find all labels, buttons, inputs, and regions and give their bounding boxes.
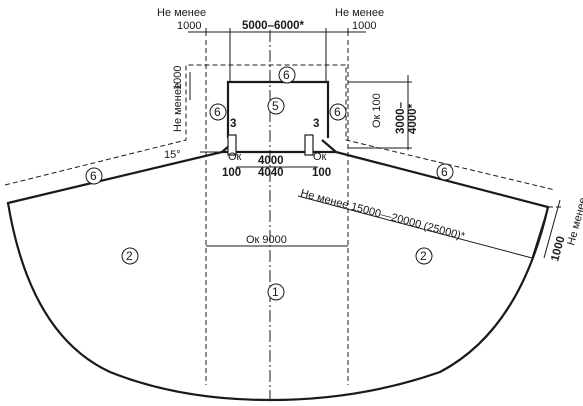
svg-text:6: 6 [441, 165, 448, 179]
radius-dim [297, 195, 533, 259]
top-left-min: Не менее [157, 7, 206, 19]
svg-text:6: 6 [334, 105, 341, 119]
zone-marker-5: 5 [267, 97, 285, 115]
zone-marker-3-left: 3 [230, 118, 236, 130]
top-right-min: Не менее [335, 7, 384, 19]
left-min: Не менее [172, 83, 184, 132]
zone-marker-1: 1 [267, 283, 285, 301]
svg-text:2: 2 [126, 249, 133, 263]
zone-marker-6-right: 6 [436, 163, 454, 181]
zone-marker-3-right: 3 [313, 118, 319, 130]
center-4000: 4000 [258, 155, 284, 167]
left-min-val: 1000 [172, 66, 184, 90]
gap-right-ok: Ок [313, 151, 327, 163]
svg-text:6: 6 [214, 105, 221, 119]
right-height2: 4000* [407, 103, 419, 134]
radius-label: Не менее 15000—20000 (25000)* [299, 187, 467, 243]
right-ok: Ок 100 [371, 93, 383, 128]
post-left [227, 134, 237, 156]
right-height: 3000– [395, 101, 407, 134]
zone-marker-2-right: 2 [415, 247, 433, 265]
svg-text:3: 3 [230, 118, 236, 130]
circle-base-right [321, 139, 337, 153]
field-outline [6, 150, 550, 402]
svg-text:6: 6 [283, 68, 290, 82]
right-side-min: Не менее [565, 196, 583, 247]
zone-marker-6-left: 6 [85, 167, 103, 185]
top-right-min-val: 1000 [352, 20, 376, 32]
zone-marker-6-top: 6 [278, 66, 296, 84]
svg-text:6: 6 [90, 169, 97, 183]
top-width: 5000–6000* [242, 20, 305, 32]
svg-text:1: 1 [272, 285, 279, 299]
gap-right-val: 100 [312, 167, 331, 179]
angle-label: 15° [164, 149, 181, 161]
post-right [304, 134, 314, 156]
svg-text:5: 5 [272, 99, 279, 113]
gap-left-ok: Ок [228, 151, 242, 163]
center-width: Ок 9000 [246, 234, 287, 246]
zone-marker-2-left: 2 [121, 247, 139, 265]
right-side-val: 1000 [549, 235, 567, 263]
gap-left-val: 100 [222, 167, 241, 179]
cage-box [226, 80, 330, 138]
svg-text:2: 2 [420, 249, 427, 263]
zone-marker-6-left-small: 6 [209, 103, 227, 121]
top-left-min-val: 1000 [177, 20, 201, 32]
svg-text:3: 3 [313, 118, 319, 130]
zone-marker-6-right-small: 6 [329, 103, 347, 121]
center-4040: 4040 [258, 167, 284, 179]
